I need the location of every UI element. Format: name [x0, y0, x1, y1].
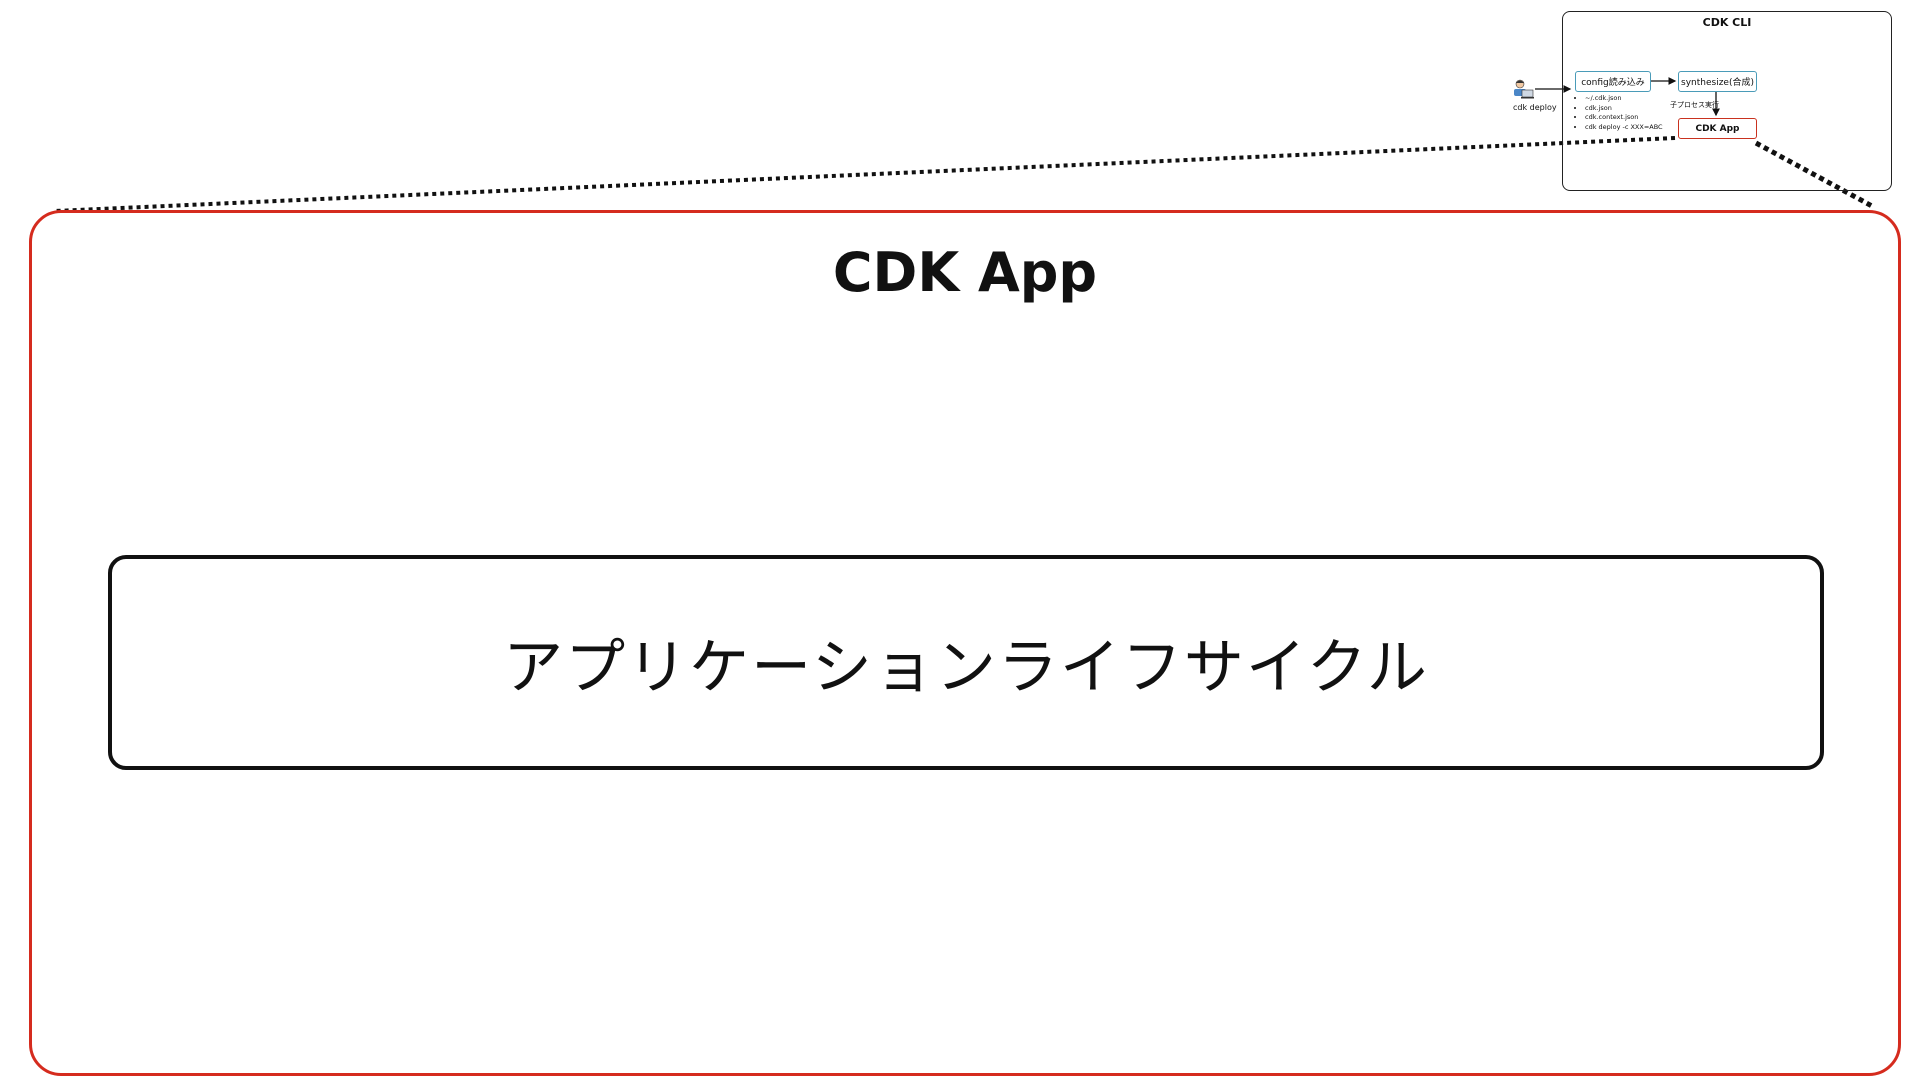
developer-icon	[1514, 79, 1534, 99]
deploy-command-label: cdk deploy	[1513, 103, 1557, 112]
cdk-app-detail-frame: CDK App アプリケーションライフサイクル	[29, 210, 1901, 1076]
config-source-item: cdk.json	[1585, 104, 1663, 114]
config-step-label: config読み込み	[1581, 78, 1645, 88]
config-step-box: config読み込み	[1575, 71, 1651, 92]
subprocess-note: 子プロセス実行	[1670, 101, 1719, 109]
cdk-app-step-box: CDK App	[1678, 118, 1757, 139]
config-source-item: ~/.cdk.json	[1585, 94, 1663, 104]
application-lifecycle-label: アプリケーションライフサイクル	[503, 633, 1429, 703]
cli-panel-title: CDK CLI	[1702, 16, 1752, 29]
config-source-item: cdk.context.json	[1585, 113, 1663, 123]
synthesize-step-label: synthesize(合成)	[1681, 78, 1754, 88]
config-source-list: ~/.cdk.json cdk.json cdk.context.json cd…	[1575, 94, 1663, 132]
application-lifecycle-box: アプリケーションライフサイクル	[108, 555, 1824, 770]
deploy-user: cdk deploy	[1500, 79, 1570, 119]
cdk-app-step-label: CDK App	[1695, 123, 1740, 134]
zoom-line-left	[54, 136, 1676, 213]
cdk-cli-panel: CDK CLI config読み込み ~/.cdk.json cdk.json …	[1562, 11, 1892, 191]
cdk-app-title: CDK App	[832, 241, 1098, 304]
synthesize-step-box: synthesize(合成)	[1678, 71, 1757, 92]
config-source-item: cdk deploy -c XXX=ABC	[1585, 123, 1663, 133]
